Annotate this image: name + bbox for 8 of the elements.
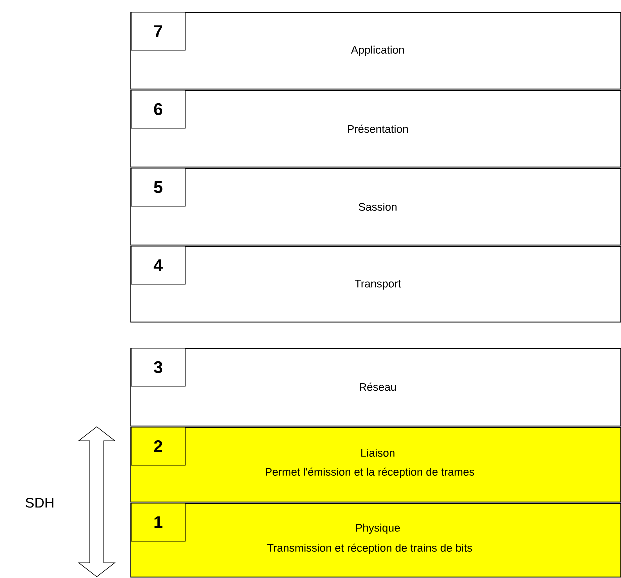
number-box: 6 [131, 90, 186, 129]
number-box: 3 [131, 348, 186, 387]
number-box: 2 [131, 427, 186, 466]
number-box: 1 [131, 503, 186, 542]
number-box: 7 [131, 12, 186, 51]
side-label: SDH [26, 498, 54, 508]
number-box: 5 [131, 168, 186, 207]
number-box: 4 [131, 246, 186, 285]
